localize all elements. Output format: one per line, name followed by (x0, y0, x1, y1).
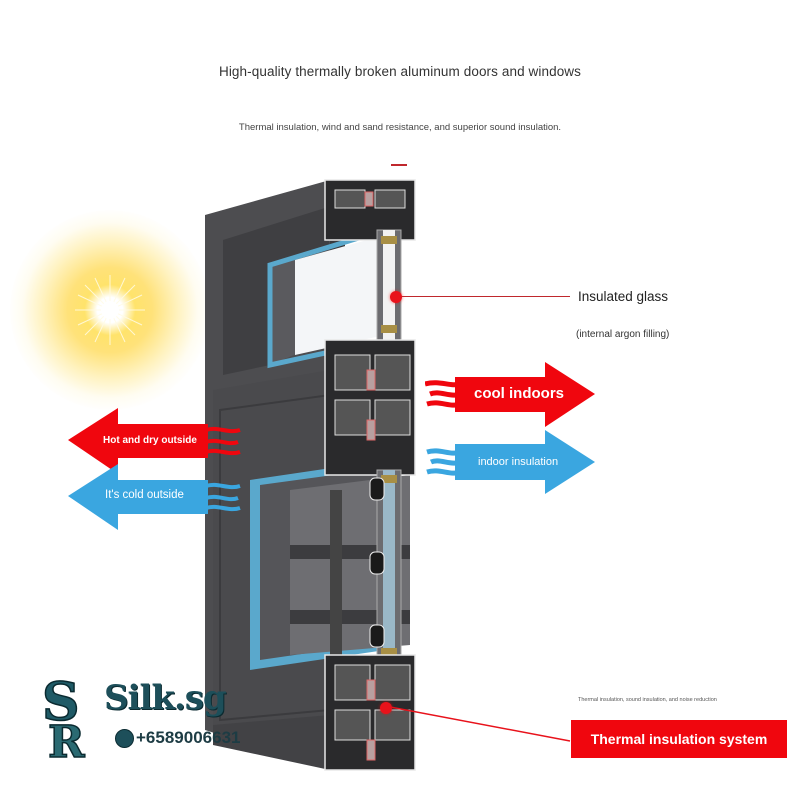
logo-phone-number: +6589006631 (136, 728, 241, 747)
logo-site-name: Silk.sg (104, 678, 227, 718)
hot-outside-label: Hot and dry outside (103, 435, 197, 446)
heat-flame-icon (205, 426, 241, 456)
thermal-insulation-system-badge: Thermal insulation system (571, 720, 787, 758)
cool-indoors-label: cool indoors (474, 385, 564, 402)
indoor-insulation-label: indoor insulation (478, 456, 559, 468)
cool-indoors-arrow (455, 362, 595, 427)
sun-rays-icon (75, 275, 145, 345)
indoor-insulation-arrow (455, 430, 595, 494)
indoor-arrows (425, 362, 595, 494)
noise-reduction-note: Thermal insulation, sound insulation, an… (578, 697, 717, 703)
thermal-callout-dot (380, 702, 392, 714)
cold-outside-label: It's cold outside (105, 489, 184, 501)
sr-monogram-logo: S R (41, 675, 86, 760)
glass-callout-dot (390, 291, 402, 303)
cold-outside-arrow (68, 464, 208, 530)
title-divider (391, 164, 407, 166)
outdoor-arrows (68, 408, 241, 530)
heat-flame-icon (425, 380, 464, 408)
window-profile-illustration (205, 179, 416, 771)
thermal-callout-line (390, 706, 571, 742)
svg-text:R: R (48, 717, 85, 760)
svg-text:S: S (42, 675, 80, 733)
top-glass-pane (295, 235, 385, 355)
glass-callout-line (402, 296, 570, 297)
whatsapp-icon (115, 729, 134, 748)
cold-wave-icon (426, 448, 464, 476)
insulated-glass-label: Insulated glass (578, 289, 669, 304)
argon-filling-label: (internal argon filling) (576, 329, 670, 340)
hot-outside-arrow (68, 408, 208, 474)
cold-wave-icon (205, 482, 241, 512)
page-subtitle: Thermal insulation, wind and sand resist… (238, 122, 562, 133)
page-title: High-quality thermally broken aluminum d… (218, 64, 582, 79)
